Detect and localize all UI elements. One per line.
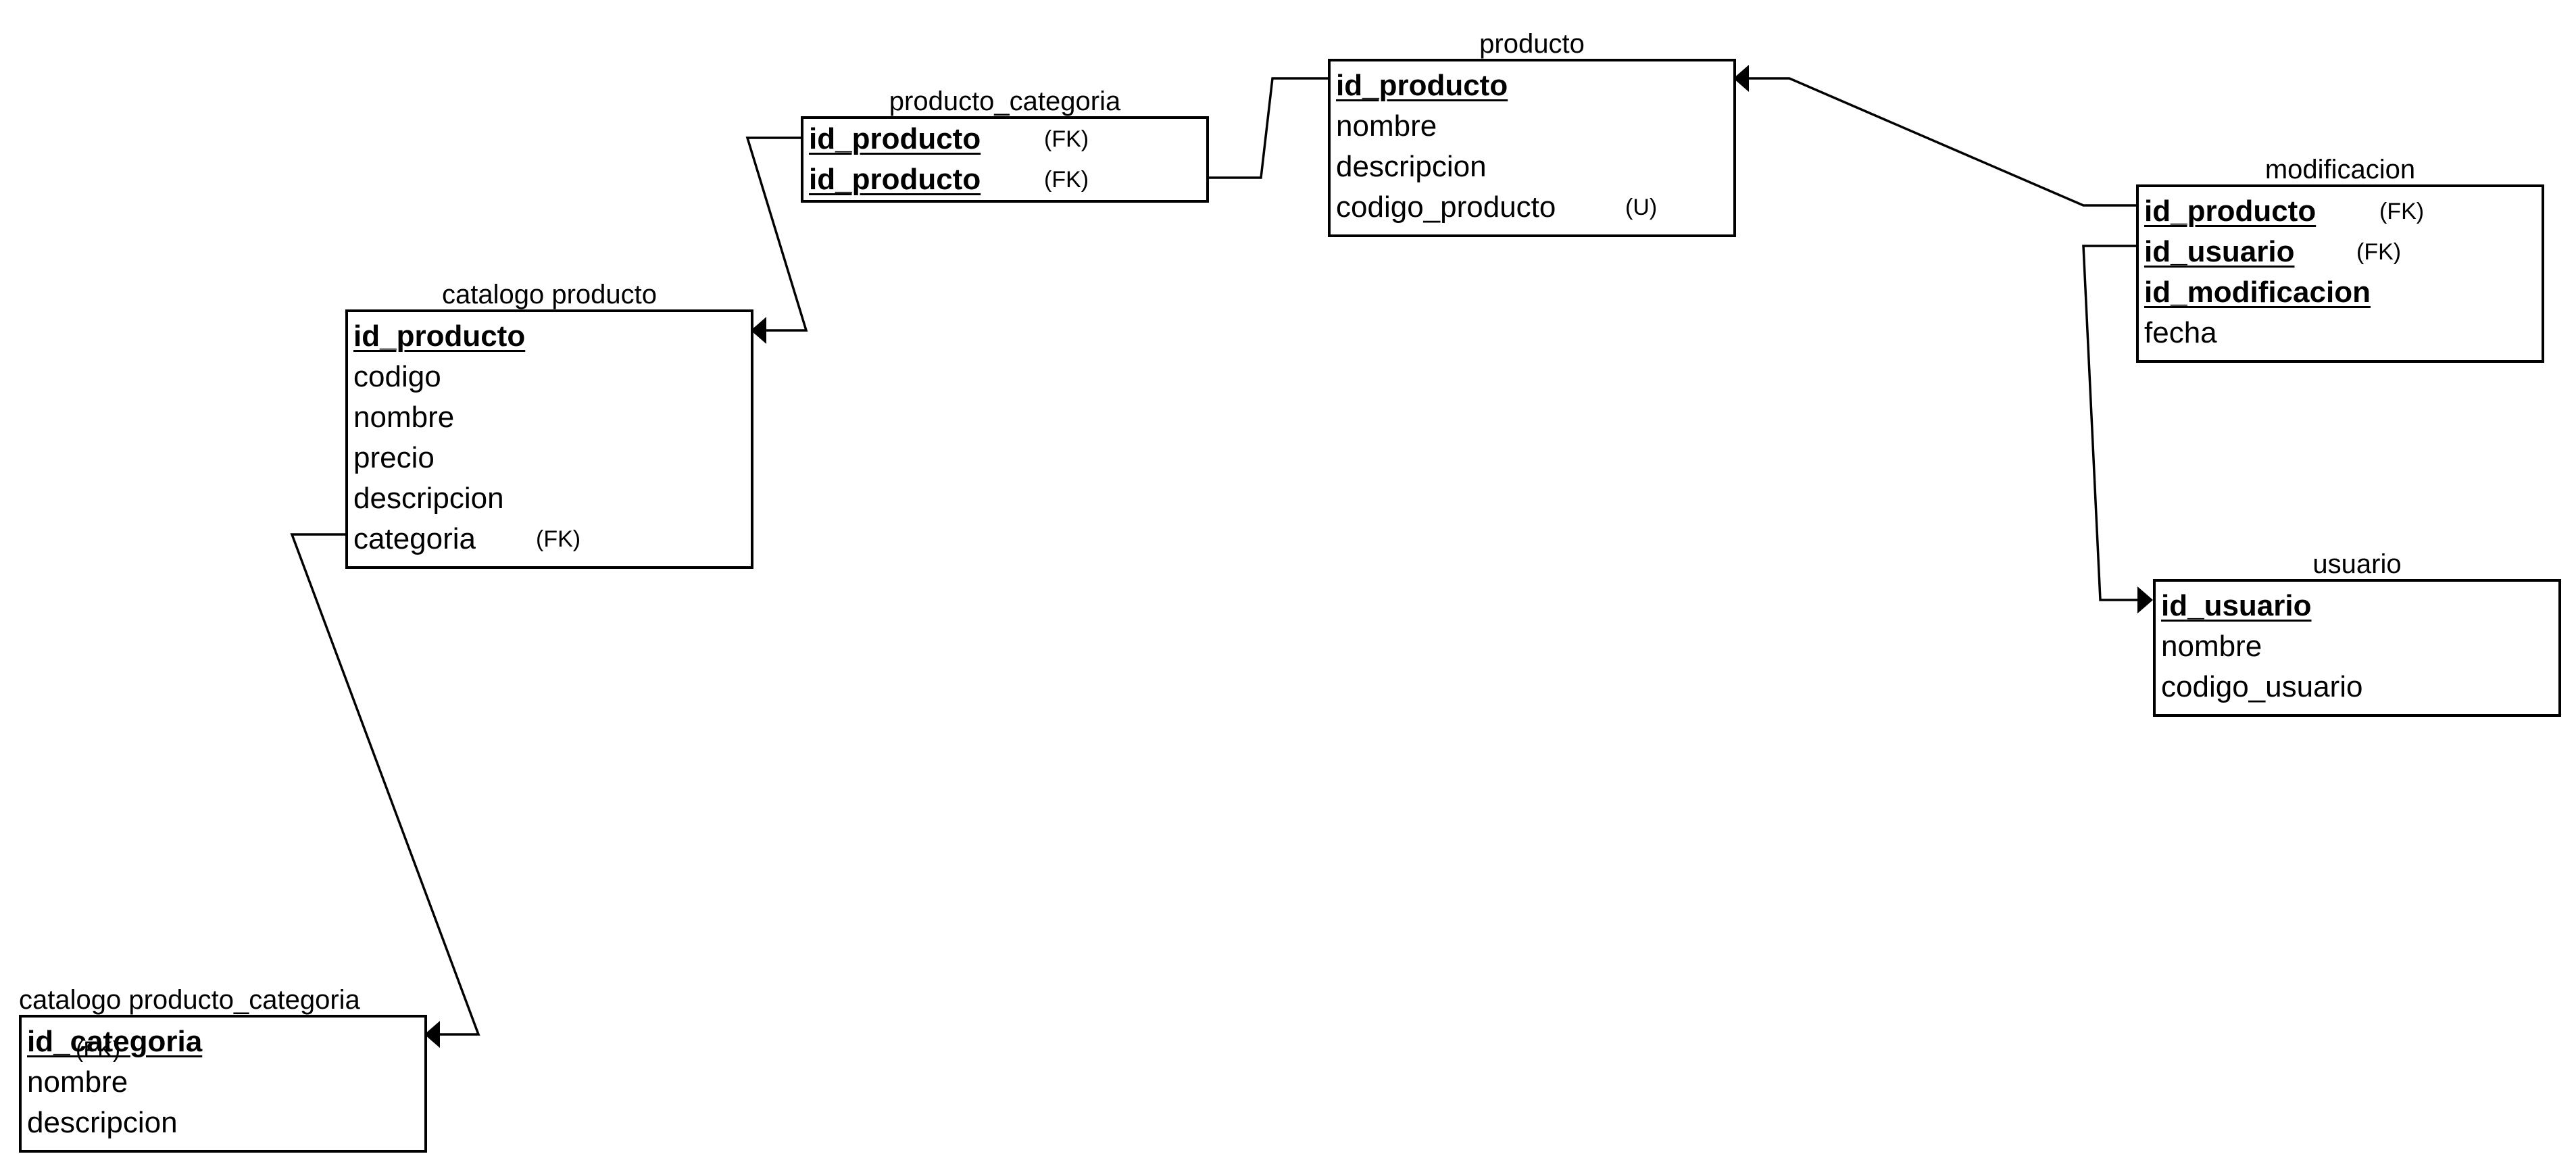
entity-title: catalogo producto <box>441 280 657 309</box>
rel-catalogo-producto-to-categoria <box>290 533 480 1048</box>
attribute-name: nombre <box>2161 630 2262 663</box>
attribute-name: codigo_usuario <box>2161 670 2363 703</box>
attribute-row: codigo_usuario <box>2156 667 2558 707</box>
entity-title: modificacion <box>2264 155 2416 184</box>
attribute-name: id_categoria <box>27 1025 203 1058</box>
attribute-name: id_producto <box>2144 195 2317 228</box>
entity-modificacion: modificacion id_producto (FK) id_usuario (… <box>2136 155 2544 363</box>
attribute-row: id_usuario <box>2156 586 2558 626</box>
attribute-row: nombre <box>348 397 751 438</box>
entity-body: id_categoria (FK) nombre descripcion <box>19 1015 427 1153</box>
arrowhead-icon <box>751 317 766 344</box>
foreign-key-tag: (FK) <box>2379 199 2425 224</box>
foreign-key-tag: (FK) <box>1044 126 1089 152</box>
attribute-name: nombre <box>353 401 455 434</box>
entity-title: producto_categoria <box>889 86 1121 116</box>
attribute-row: precio <box>348 438 751 478</box>
attribute-name: precio <box>353 441 435 474</box>
attribute-name: fecha <box>2144 316 2217 349</box>
entity-catalogo-producto-categoria: catalogo producto_categoria id_categoria… <box>19 985 427 1153</box>
attribute-name: descripcion <box>1336 150 1487 183</box>
entity-title: catalogo producto_categoria <box>19 985 360 1015</box>
entity-title: usuario <box>2312 549 2402 579</box>
attribute-row: nombre <box>22 1062 424 1103</box>
unique-tag: (U) <box>1625 195 1658 220</box>
attribute-name: id_producto <box>809 163 981 196</box>
foreign-key-tag: (FK) <box>536 526 581 552</box>
attribute-row: nombre <box>2156 626 2558 667</box>
attribute-row: id_producto (FK) <box>803 119 1206 159</box>
attribute-name: id_modificacion <box>2144 276 2371 309</box>
entity-catalogo-producto: catalogo producto id_producto codigo nom… <box>345 280 753 569</box>
attribute-row: codigo_producto (U) <box>1331 187 1733 228</box>
attribute-row: descripcion <box>1331 147 1733 187</box>
attribute-name: id_producto <box>353 320 526 353</box>
attribute-name: codigo_producto <box>1336 191 1556 224</box>
entity-body: id_producto nombre descripcion codigo_pr… <box>1328 59 1736 237</box>
entity-title: producto <box>1479 29 1585 59</box>
entity-body: id_producto codigo nombre precio descrip… <box>345 309 753 569</box>
entity-producto-categoria: producto_categoria id_producto (FK) id_pr… <box>801 86 1209 203</box>
foreign-key-tag: (FK) <box>76 1037 121 1063</box>
attribute-row: descripcion <box>22 1103 424 1143</box>
entity-body: id_producto (FK) id_usuario (FK) id_modifi… <box>2136 184 2544 363</box>
rel-producto-categoria-to-catalogo-producto <box>745 136 808 344</box>
attribute-name: descripcion <box>27 1106 178 1139</box>
attribute-row: id_producto <box>1331 66 1733 106</box>
foreign-key-tag: (FK) <box>2356 239 2402 265</box>
entity-usuario: usuario id_usuario nombre codigo_usuario <box>2153 549 2561 717</box>
attribute-row: nombre <box>1331 106 1733 147</box>
attribute-row: descripcion <box>348 478 751 519</box>
attribute-row: id_categoria <box>22 1022 424 1062</box>
attribute-row: id_producto (FK) <box>2139 191 2542 232</box>
rel-modificacion-to-producto <box>1733 65 2138 207</box>
entity-body: id_usuario nombre codigo_usuario <box>2153 579 2561 717</box>
entity-body: id_producto (FK) id_producto (FK) <box>801 116 1209 203</box>
arrowhead-icon <box>2137 586 2153 613</box>
arrowhead-icon <box>424 1021 440 1048</box>
attribute-name: id_usuario <box>2161 589 2312 622</box>
attribute-name: categoria <box>353 522 476 555</box>
attribute-name: nombre <box>1336 109 1437 143</box>
attribute-name: id_usuario <box>2144 235 2295 268</box>
attribute-row: id_usuario (FK) <box>2139 232 2542 272</box>
attribute-row: id_producto (FK) <box>803 159 1206 200</box>
attribute-row: codigo <box>348 357 751 397</box>
attribute-row: categoria (FK) <box>348 519 751 559</box>
attribute-name: id_producto <box>1336 69 1508 102</box>
arrowhead-icon <box>1733 65 1749 92</box>
attribute-name: codigo <box>353 360 441 393</box>
attribute-row: id_producto <box>348 316 751 357</box>
foreign-key-tag: (FK) <box>1044 167 1089 193</box>
attribute-name: id_producto <box>809 122 981 155</box>
rel-producto-categoria-to-producto <box>1208 65 1343 179</box>
attribute-row: fecha <box>2139 313 2542 353</box>
entity-producto: producto id_producto nombre descripcion … <box>1328 29 1736 237</box>
attribute-name: descripcion <box>353 482 504 515</box>
attribute-row: id_modificacion <box>2139 272 2542 313</box>
attribute-name: nombre <box>27 1065 128 1099</box>
rel-modificacion-to-usuario <box>2082 245 2153 613</box>
